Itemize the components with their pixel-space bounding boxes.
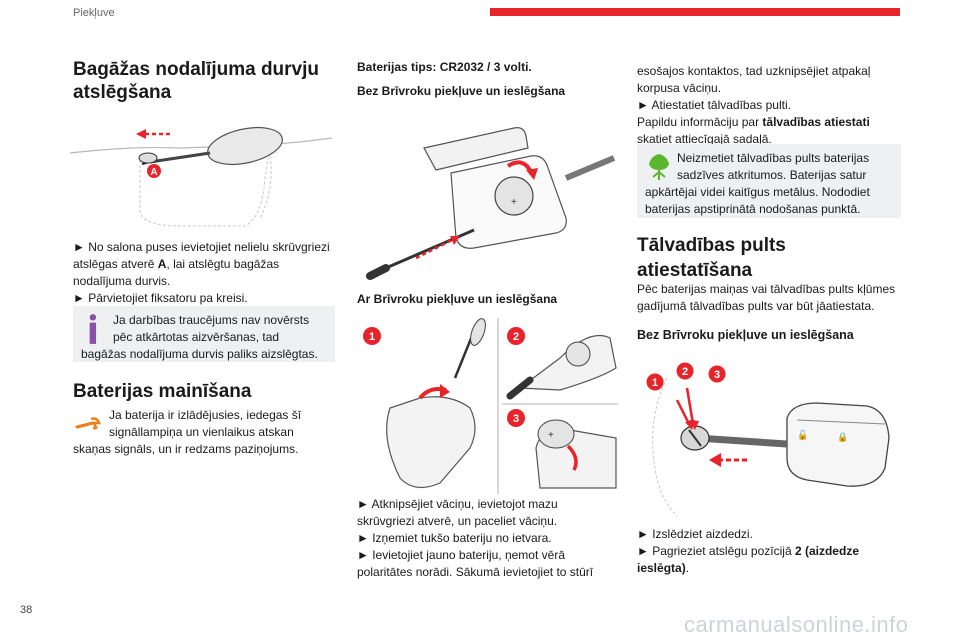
fig-label-a: A — [150, 167, 157, 178]
step-num-2: 2 — [513, 331, 519, 343]
battery-type: Baterijas tips: CR2032 / 3 volti. — [357, 60, 532, 74]
eco-leaf-icon — [649, 154, 669, 180]
battery-steps: ► Atknipsējiet vāciņu, ievietojot mazu s… — [357, 497, 594, 579]
step-num-3: 3 — [513, 413, 519, 425]
reset-steps: ► Izslēdziet aizdedzi. ► Pagrieziet atsl… — [637, 527, 859, 575]
svg-text:+: + — [511, 197, 517, 208]
page-title: Bagāžas nodalījuma durvju atslēgšana — [73, 58, 335, 104]
title-line-1: Bagāžas nodalījuma durvju — [73, 59, 319, 80]
svg-text:🔓: 🔓 — [797, 429, 808, 441]
without-keyless-heading: Bez Brīvroku piekļuve un ieslēgšana — [357, 84, 566, 98]
header-red-bar — [490, 8, 900, 16]
info-note-text: Ja darbības traucējums nav novērsts pēc … — [81, 313, 318, 361]
step-num-1: 1 — [369, 331, 375, 343]
eco-note: Neizmetiet tālvadības pults baterijas sa… — [637, 144, 901, 218]
battery-steps-continued: esošajos kontaktos, tad uzknipsējiet atp… — [637, 64, 871, 146]
info-icon — [89, 314, 97, 344]
eco-note-text: Neizmetiet tālvadības pults baterijas sa… — [645, 151, 870, 216]
battery-warning-text: Ja baterija ir izlādējusies, iedegas šī … — [73, 408, 302, 456]
page-number: 38 — [20, 604, 33, 616]
section-header: Piekļuve — [73, 7, 115, 19]
watermark: carmanualsonline.info — [684, 612, 909, 637]
keyless-battery-illustration: 1 2 + 3 — [363, 318, 618, 494]
trunk-instructions: ► No salona puses ievietojiet nelielu sk… — [73, 240, 330, 305]
reset-num-3: 3 — [714, 369, 720, 381]
trunk-lock-illustration: A — [70, 126, 333, 227]
reset-subheading: Bez Brīvroku piekļuve un ieslēgšana — [637, 328, 854, 342]
svg-text:+: + — [548, 430, 554, 441]
wrench-warning-icon — [73, 409, 103, 439]
reset-num-2: 2 — [682, 366, 688, 378]
reset-num-1: 1 — [652, 377, 658, 389]
with-keyless-heading: Ar Brīvroku piekļuve un ieslēgšana — [357, 292, 558, 306]
key-reset-illustration: 🔓 🔒 1 2 3 — [646, 362, 890, 516]
title-line-2: atslēgšana — [73, 82, 172, 103]
reset-intro: Pēc baterijas maiņas vai tālvadības pult… — [637, 282, 896, 313]
battery-title: Baterijas mainīšana — [73, 381, 252, 402]
battery-warning: Ja baterija ir izlādējusies, iedegas šī … — [73, 407, 335, 458]
svg-text:🔒: 🔒 — [837, 432, 848, 443]
reset-title: Tālvadības pults atiestatīšana — [637, 235, 786, 281]
key-open-illustration: + — [366, 127, 616, 280]
info-note: Ja darbības traucējums nav novērsts pēc … — [73, 306, 335, 362]
